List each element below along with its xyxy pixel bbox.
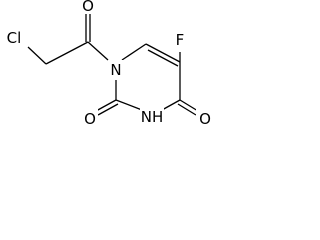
atom-label-n1: N	[110, 61, 121, 79]
bond-c4-o4-a	[179, 99, 199, 112]
atom-label-n3: NH	[141, 108, 164, 126]
atom-labels: Cl O N F O NH O	[2, 0, 214, 129]
bond-c6-c5-b	[147, 49, 179, 67]
bond-n1-c6	[121, 43, 147, 61]
bond-n3-c2	[115, 99, 143, 111]
bond-c4-n3	[161, 99, 181, 111]
bond-ch2-cacyl	[45, 41, 89, 65]
atom-label-cl: Cl	[7, 29, 22, 47]
bonds	[27, 14, 199, 116]
bond-c2-o2-a	[95, 99, 117, 112]
atom-label-o2: O	[84, 110, 96, 128]
atom-label-o4: O	[199, 110, 211, 128]
atom-label-o-acyl: O	[82, 0, 94, 15]
bond-c2-o2-b	[97, 103, 119, 116]
bond-cacyl-n1	[87, 41, 109, 61]
bond-c6-c5-a	[145, 43, 181, 63]
structure-diagram: Cl O N F O NH O	[2, 0, 214, 129]
atom-label-f: F	[176, 31, 185, 49]
bond-c4-o4-b	[177, 103, 197, 116]
bond-cl-ch2	[27, 46, 47, 65]
